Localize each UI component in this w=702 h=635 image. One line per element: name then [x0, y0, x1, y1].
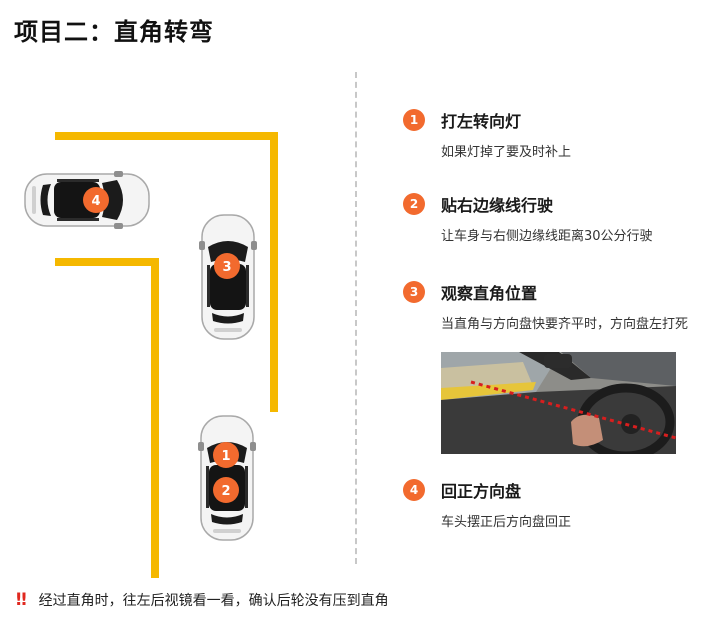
step-number-badge: 2 [403, 193, 425, 215]
warning-note: ‼ 经过直角时，往左后视镜看一看，确认后轮没有压到直角 [16, 590, 389, 610]
double-exclamation-icon: ‼ [16, 590, 27, 610]
step-title: 打左转向灯 [441, 112, 522, 131]
outer-lane-line [55, 132, 278, 412]
page-title: 项目二：直角转弯 [14, 18, 214, 46]
car-label-4: 4 [91, 194, 100, 209]
step-description: 让车身与右侧边缘线距离30公分行驶 [441, 229, 653, 244]
section-divider [355, 72, 357, 564]
car-position-3: 3 [198, 214, 258, 340]
car-position-1-2: 1 2 [197, 415, 257, 541]
step-title: 回正方向盘 [441, 482, 522, 501]
warning-text: 经过直角时，往左后视镜看一看，确认后轮没有压到直角 [38, 593, 389, 609]
step-3: 3 观察直角位置 当直角与方向盘快要齐平时，方向盘左打死 [403, 280, 693, 335]
step-title: 观察直角位置 [441, 284, 538, 303]
step-number-badge: 4 [403, 479, 425, 501]
step-description: 车头摆正后方向盘回正 [441, 515, 572, 530]
car-label-2: 2 [221, 484, 230, 499]
step-number-badge: 3 [403, 281, 425, 303]
step-description: 当直角与方向盘快要齐平时，方向盘左打死 [441, 317, 689, 332]
car-position-4: 4 [24, 170, 150, 230]
right-angle-turn-diagram: 4 3 1 2 [0, 60, 350, 580]
step-title: 贴右边缘线行驶 [441, 196, 554, 215]
step-description: 如果灯掉了要及时补上 [441, 145, 572, 160]
step-1: 1 打左转向灯 如果灯掉了要及时补上 [403, 108, 693, 163]
step-number-badge: 1 [403, 109, 425, 131]
step-4: 4 回正方向盘 车头摆正后方向盘回正 [403, 478, 693, 533]
inner-lane-line [55, 258, 159, 578]
car-label-1: 1 [221, 449, 230, 464]
dashboard-view-photo [441, 352, 676, 454]
car-label-3: 3 [222, 260, 231, 275]
step-2: 2 贴右边缘线行驶 让车身与右侧边缘线距离30公分行驶 [403, 192, 693, 247]
